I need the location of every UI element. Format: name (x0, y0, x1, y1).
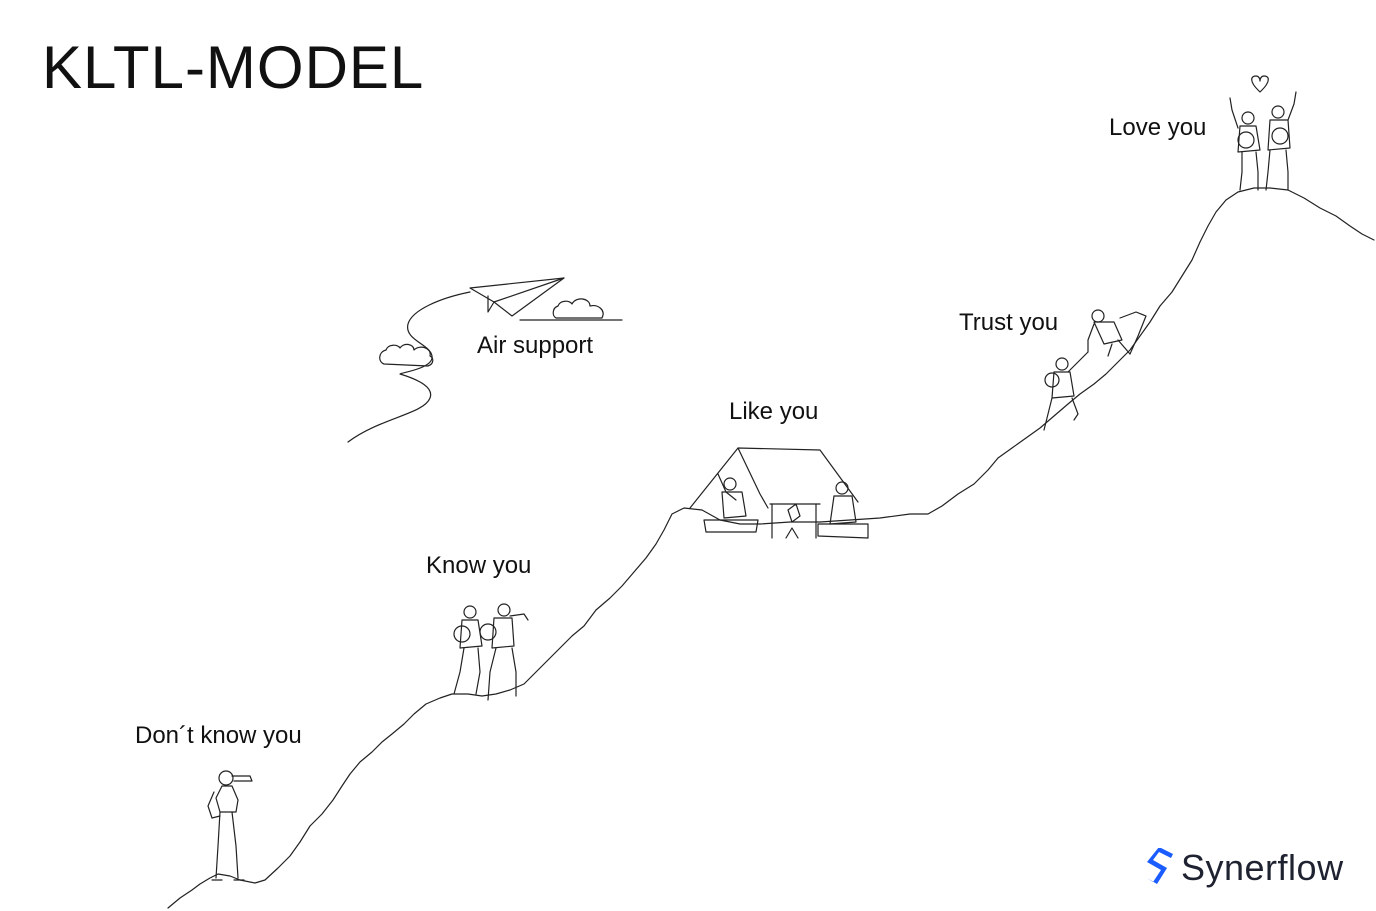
paper-plane-icon (347, 277, 565, 443)
climbers-helping-icon (1043, 309, 1147, 431)
stage-label-trust-you: Trust you (959, 309, 1059, 336)
stage-label-love-you: Love you (1109, 114, 1207, 141)
brand-name: Synerflow (1181, 847, 1344, 888)
cloud-icon (379, 298, 623, 367)
tent-camp-icon (689, 447, 869, 539)
hiker-binoculars-icon (207, 770, 253, 881)
stage-label-like-you: Like you (729, 398, 819, 425)
brand-logo: Synerflow (1143, 846, 1344, 890)
heart-icon (1251, 75, 1269, 93)
stage-label-know-you: Know you (426, 552, 532, 579)
air-support-label: Air support (477, 332, 594, 359)
synerflow-logo-icon (1147, 848, 1173, 884)
mountain-ridge (167, 187, 1375, 909)
couple-peak-icon (1229, 75, 1297, 191)
page-title: KLTL-MODEL (42, 34, 425, 101)
hikers-pair-icon (453, 603, 529, 701)
stage-label-dont-know-you: Don´t know you (135, 722, 302, 749)
